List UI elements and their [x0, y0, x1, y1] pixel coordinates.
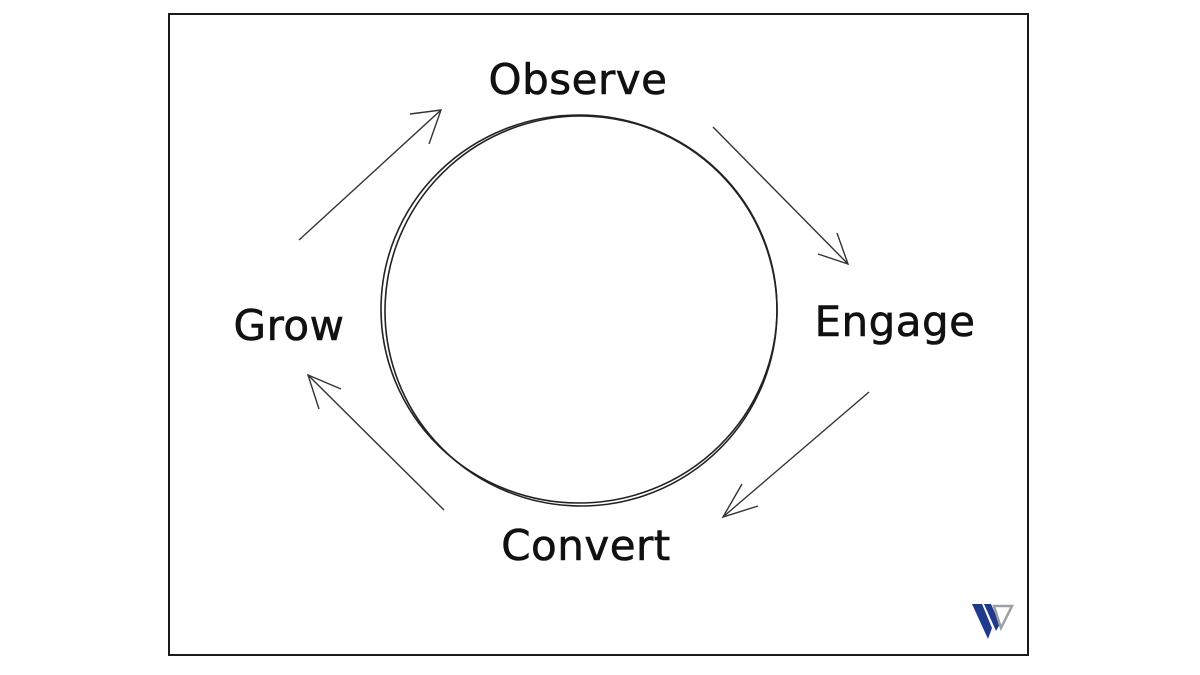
diagram-frame	[168, 13, 1029, 656]
stage-label-convert: Convert	[501, 521, 671, 570]
arrow-convert-to-grow	[306, 373, 445, 511]
stage-label-grow: Grow	[234, 301, 345, 350]
arrow-observe-to-engage	[712, 126, 850, 266]
vw-monogram-logo-icon	[972, 604, 1015, 639]
center-circle	[380, 114, 778, 507]
arrow-engage-to-convert	[721, 391, 870, 519]
arrow-grow-to-observe	[298, 109, 443, 241]
stage-label-observe: Observe	[489, 55, 668, 104]
stage-label-engage: Engage	[814, 297, 975, 346]
